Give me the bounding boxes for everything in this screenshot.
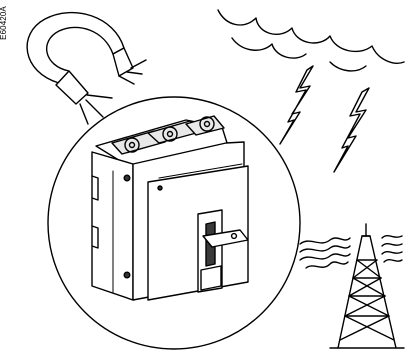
magnet-icon — [27, 13, 146, 124]
storm-cloud-icon — [218, 10, 404, 71]
radio-tower-icon — [330, 224, 404, 348]
circuit-breaker-icon — [92, 116, 248, 300]
figure-reference-code: E60420A — [0, 0, 9, 46]
radio-wave-icon — [300, 236, 402, 268]
lightning-bolt-icon — [280, 66, 369, 172]
